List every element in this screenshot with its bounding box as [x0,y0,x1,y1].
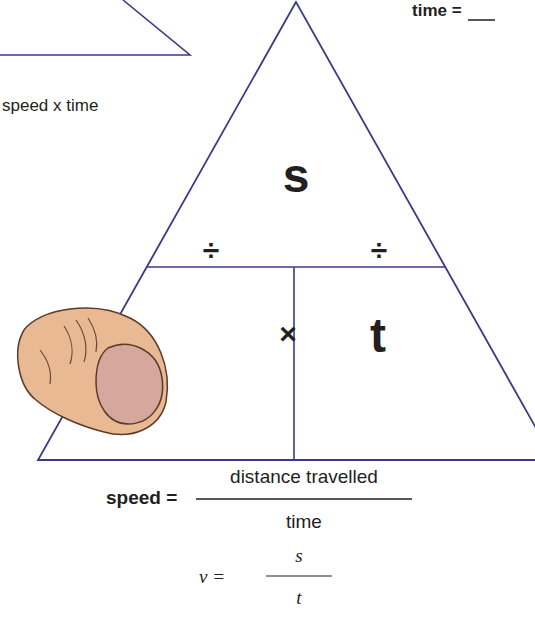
formula-symbol: v = [199,567,225,588]
formula-symbol: ÷ [371,235,387,265]
formula-symbol: s [283,152,310,200]
fraction-bar [196,498,412,500]
triangle-outline [38,0,535,462]
divider-line [293,267,295,460]
denominator: t [296,588,301,609]
skin-wrinkle [88,318,97,352]
denominator: time [286,512,322,533]
skin-wrinkle [40,350,51,384]
formula-symbol: × [279,319,297,349]
formula-text: time = [412,2,462,21]
fraction-bar [266,575,332,576]
triangle-border [38,2,535,460]
numerator: s [295,546,302,567]
partial-triangle [0,0,190,55]
fraction-bar [468,19,495,21]
formula-symbol: ÷ [203,235,219,265]
formula-text: speed = [106,488,177,509]
thumbnail [96,345,163,424]
formula-triangle: s ÷ ÷ × t [38,0,535,462]
skin-wrinkle [76,320,86,362]
formula-text: speed x time [2,97,98,116]
divider-line [147,266,445,268]
thumb-illustration [18,308,168,434]
formula-symbol: t [370,312,386,360]
skin-wrinkle [64,326,72,364]
thumb [18,308,168,434]
numerator: distance travelled [230,467,378,488]
